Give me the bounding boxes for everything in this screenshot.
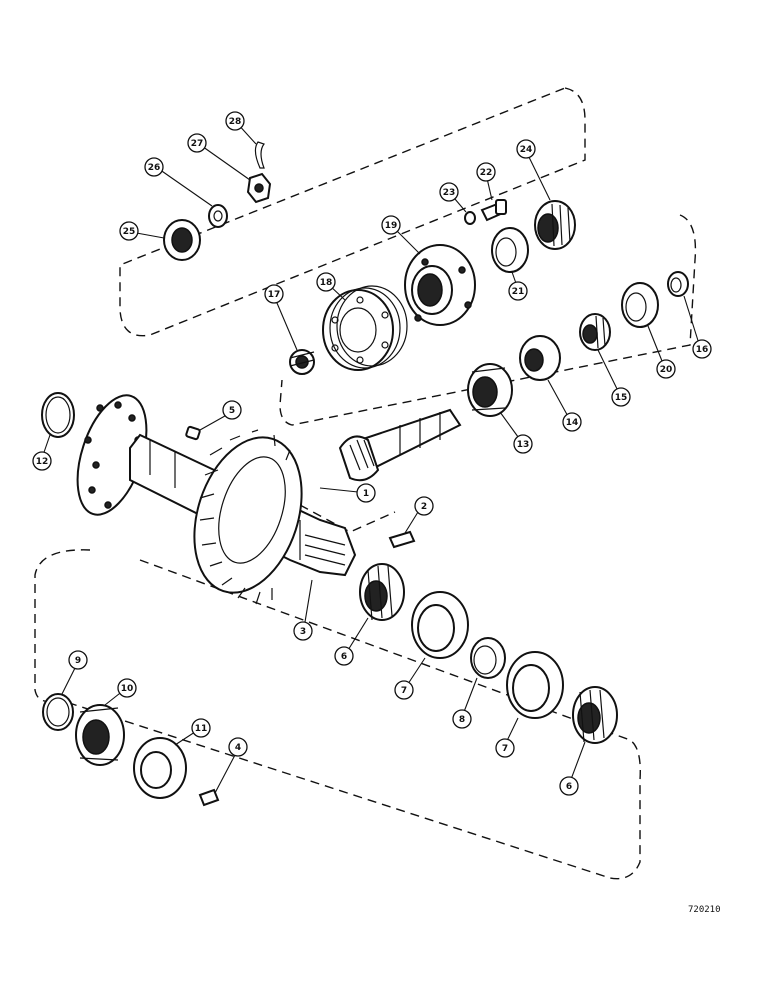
callout-7-a-label: 7	[401, 686, 407, 696]
callout-20-label: 20	[660, 365, 673, 375]
cup-part-20	[621, 282, 659, 328]
pinion-shaft	[338, 408, 462, 482]
callout-28: 28	[225, 111, 245, 131]
shim-pack-18	[322, 289, 394, 371]
spacer-part-8	[470, 637, 506, 679]
callout-6-b-label: 6	[566, 782, 572, 792]
callout-6-a-label: 6	[341, 652, 347, 662]
callout-2: 2	[414, 496, 434, 516]
callout-2-label: 2	[421, 502, 427, 512]
callout-1: 1	[356, 483, 376, 503]
callout-12: 12	[32, 451, 52, 471]
washer-part-26	[208, 204, 228, 228]
callout-14: 14	[562, 412, 582, 432]
callout-9-label: 9	[75, 656, 81, 666]
callout-8: 8	[452, 709, 472, 729]
callout-10: 10	[117, 678, 137, 698]
callout-16-label: 16	[696, 345, 709, 355]
callout-8-label: 8	[459, 715, 465, 725]
callout-23: 23	[439, 182, 459, 202]
lower-parts	[42, 563, 618, 807]
figure-id: 720210	[688, 905, 721, 915]
callout-14-label: 14	[566, 418, 579, 428]
callout-7-a: 7	[394, 680, 414, 700]
callout-28-label: 28	[229, 117, 242, 127]
callout-6-b: 6	[559, 776, 579, 796]
shaft-splines	[304, 534, 346, 566]
callout-15-label: 15	[615, 393, 628, 403]
callout-26: 26	[144, 157, 164, 177]
callout-21-label: 21	[512, 287, 525, 297]
pin-part-28	[254, 141, 265, 169]
callout-21: 21	[508, 281, 528, 301]
callout-3-label: 3	[300, 627, 306, 637]
callout-1-label: 1	[363, 489, 369, 499]
middle-parts	[41, 271, 689, 549]
callout-19: 19	[381, 215, 401, 235]
callout-18: 18	[316, 272, 336, 292]
callout-10-label: 10	[121, 684, 134, 694]
callout-3: 3	[293, 621, 313, 641]
ring-gear-teeth	[199, 429, 291, 605]
callout-5: 5	[222, 400, 242, 420]
callout-22: 22	[476, 162, 496, 182]
pin-part-4	[198, 788, 220, 807]
oring-part-9	[42, 693, 74, 731]
pin-part-2	[388, 530, 416, 549]
callout-11: 11	[191, 718, 211, 738]
callout-7-b-label: 7	[502, 744, 508, 754]
callout-17: 17	[264, 284, 284, 304]
ring-gear	[193, 436, 303, 594]
callout-5-label: 5	[229, 406, 235, 416]
key-part-5	[185, 425, 201, 441]
pinion-gear	[338, 435, 380, 482]
callout-22-label: 22	[480, 168, 493, 178]
upper-group-outline	[119, 87, 586, 337]
callout-25-label: 25	[123, 227, 136, 237]
callout-23-label: 23	[443, 188, 456, 198]
callout-24: 24	[516, 139, 536, 159]
callout-24-label: 24	[520, 145, 533, 155]
callout-26-label: 26	[148, 163, 161, 173]
callout-13: 13	[513, 434, 533, 454]
callout-16: 16	[692, 339, 712, 359]
oring-part-12	[41, 392, 75, 438]
callout-20: 20	[656, 359, 676, 379]
callout-17-label: 17	[268, 290, 281, 300]
callout-6-a: 6	[334, 646, 354, 666]
callout-18-label: 18	[320, 278, 333, 288]
callout-4: 4	[228, 737, 248, 757]
axle-shaft-assembly	[76, 394, 357, 605]
callout-15: 15	[611, 387, 631, 407]
callout-9: 9	[68, 650, 88, 670]
callout-7-b: 7	[495, 738, 515, 758]
callout-11-label: 11	[195, 724, 208, 734]
callout-27: 27	[187, 133, 207, 153]
callout-19-label: 19	[385, 221, 398, 231]
washer-part-23	[464, 211, 476, 225]
callout-13-label: 13	[517, 440, 530, 450]
cup-part-21	[491, 227, 529, 273]
callout-25: 25	[119, 221, 139, 241]
callout-12-label: 12	[36, 457, 49, 467]
shaft-leader-dash	[299, 504, 396, 533]
callout-27-label: 27	[191, 139, 204, 149]
callout-4-label: 4	[235, 743, 241, 753]
upper-parts	[163, 141, 576, 375]
